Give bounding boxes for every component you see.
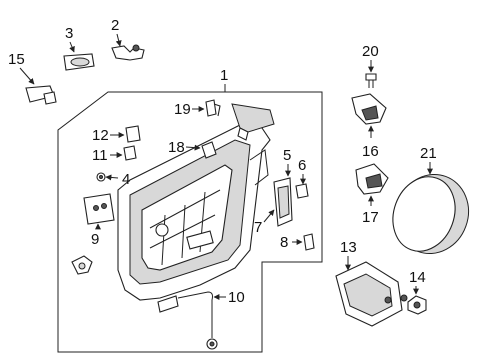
assembly-boundary: [57, 91, 323, 353]
callout-7: 7: [254, 219, 262, 236]
tire-cover-part-21: [392, 173, 469, 255]
callout-17: 17: [362, 209, 379, 226]
callout-11: 11: [92, 147, 108, 164]
bracket-part-13: [335, 261, 408, 327]
nut-part-14: [407, 295, 427, 315]
callout-13: 13: [340, 239, 357, 256]
carrier-frame: [117, 103, 275, 301]
callout-16: 16: [362, 143, 379, 160]
callout-12: 12: [92, 127, 109, 144]
latch-part: [71, 255, 93, 275]
callout-18: 18: [168, 139, 185, 156]
clip-part-18: [201, 141, 217, 159]
callout-15: 15: [8, 51, 25, 68]
clip-part-11: [123, 145, 137, 161]
hinge-part-9: [83, 193, 115, 225]
callout-19: 19: [174, 101, 191, 118]
callout-6: 6: [298, 157, 306, 174]
bracket-part-15: [25, 85, 57, 105]
callout-9: 9: [91, 231, 99, 248]
clip-part-12: [125, 125, 141, 143]
clip-part-2: [111, 44, 145, 61]
reflector-part-3: [63, 53, 95, 71]
fastener-part-4: [96, 172, 106, 182]
callout-8: 8: [280, 234, 288, 251]
callout-2: 2: [111, 17, 119, 34]
callout-10: 10: [228, 289, 245, 306]
callout-21: 21: [420, 145, 437, 162]
callout-20: 20: [362, 43, 379, 60]
cable-part-10: [157, 291, 218, 350]
callout-1: 1: [220, 67, 228, 84]
mount-part-17: [355, 163, 389, 195]
bolt-part-20: [365, 73, 377, 88]
callout-14: 14: [409, 269, 426, 286]
callout-5: 5: [283, 147, 291, 164]
clip-part-19: [205, 99, 221, 117]
callout-4: 4: [122, 171, 130, 188]
bumper-part-6: [295, 183, 309, 199]
bumper-part-8: [303, 233, 315, 251]
arm-part-7: [273, 177, 293, 227]
mount-part-16: [351, 93, 387, 125]
callout-3: 3: [65, 25, 73, 42]
